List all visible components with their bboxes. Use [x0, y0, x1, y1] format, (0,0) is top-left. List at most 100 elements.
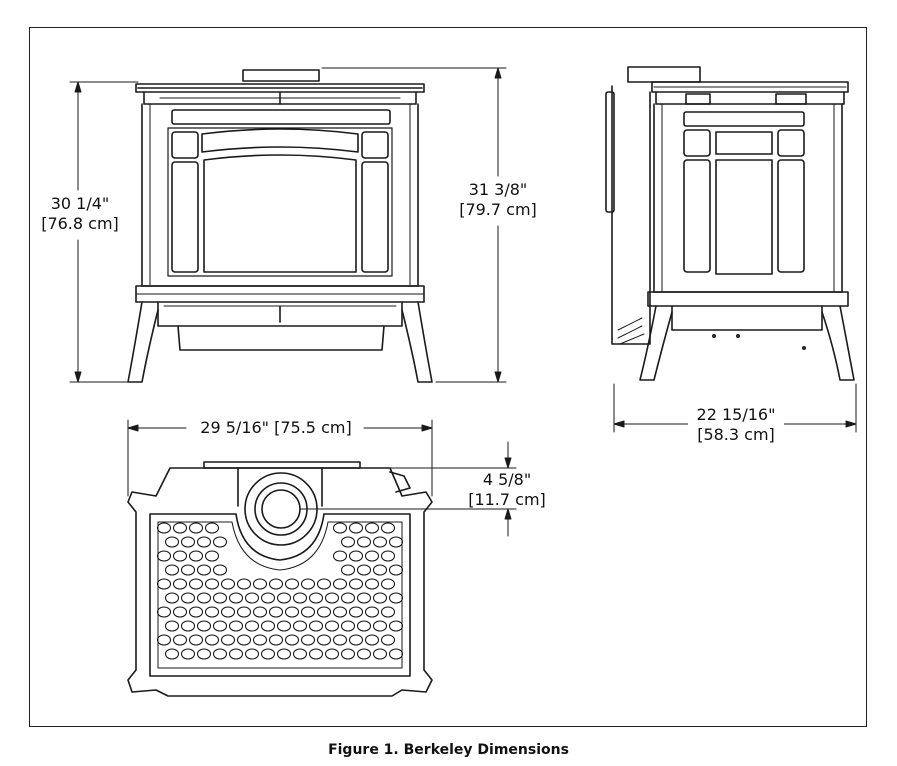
grate-cell	[340, 536, 356, 548]
grate-cell	[172, 578, 188, 590]
grate-cell	[356, 648, 372, 660]
grate-cell	[252, 634, 268, 646]
grate-cell	[204, 606, 220, 618]
grate-cell	[180, 536, 196, 548]
grate-cell	[276, 648, 292, 660]
grate-cell	[220, 578, 236, 590]
grate-cell	[260, 620, 276, 632]
grate-cell	[356, 564, 372, 576]
figure-caption: Figure 1. Berkeley Dimensions	[328, 742, 569, 758]
grate-cell	[348, 550, 364, 562]
dimension-lines	[69, 67, 857, 537]
grate-cell	[228, 592, 244, 604]
grate-cell	[196, 564, 212, 576]
grate-cell	[164, 592, 180, 604]
grate-cell	[332, 522, 348, 534]
grate-cell	[332, 606, 348, 618]
grate-cell	[180, 564, 196, 576]
grate-cell	[204, 550, 220, 562]
figure-frame	[29, 27, 867, 727]
grate-cell	[252, 606, 268, 618]
grate-cell	[284, 634, 300, 646]
grate-cell	[380, 522, 396, 534]
grate-cell	[204, 522, 220, 534]
grate-cell	[196, 536, 212, 548]
front-view	[127, 69, 433, 383]
grate-cell	[364, 606, 380, 618]
grate-cell	[356, 536, 372, 548]
grate-cell	[180, 620, 196, 632]
grate-cell	[212, 592, 228, 604]
grate-cell	[372, 620, 388, 632]
grate-cell	[212, 536, 228, 548]
grate-cell	[164, 648, 180, 660]
grate-cell	[340, 564, 356, 576]
grate-cell	[276, 592, 292, 604]
grate-cell	[252, 578, 268, 590]
grate-cell	[268, 634, 284, 646]
grate-cell	[180, 592, 196, 604]
grate-cell	[172, 550, 188, 562]
grate-cell	[292, 620, 308, 632]
grate-cell	[188, 634, 204, 646]
grate-cell	[196, 620, 212, 632]
grate-cell	[172, 606, 188, 618]
grate-cell	[364, 578, 380, 590]
grate-cell	[316, 606, 332, 618]
grate-cell	[340, 592, 356, 604]
grate-cell	[316, 578, 332, 590]
grate-cell	[188, 606, 204, 618]
grate-cell	[236, 634, 252, 646]
side-view	[605, 66, 855, 381]
grate-cell	[188, 522, 204, 534]
grate-cell	[364, 634, 380, 646]
grate-cell	[388, 536, 404, 548]
grate-cell	[212, 564, 228, 576]
grate-cell	[316, 634, 332, 646]
grate-cell	[156, 578, 172, 590]
flue-offset-label: 4 5/8" [11.7 cm]	[468, 470, 546, 509]
grate-cell	[204, 578, 220, 590]
grate-cell	[204, 634, 220, 646]
grate-cell	[220, 606, 236, 618]
grate-cell	[348, 634, 364, 646]
grate-cell	[260, 592, 276, 604]
top-grate-weave	[156, 522, 404, 660]
grate-cell	[156, 606, 172, 618]
grate-cell	[300, 578, 316, 590]
grate-cell	[228, 620, 244, 632]
grate-cell	[164, 564, 180, 576]
grate-cell	[300, 606, 316, 618]
grate-cell	[348, 522, 364, 534]
grate-cell	[180, 648, 196, 660]
grate-cell	[212, 620, 228, 632]
grate-cell	[268, 606, 284, 618]
grate-cell	[292, 648, 308, 660]
grate-cell	[156, 634, 172, 646]
grate-cell	[244, 592, 260, 604]
grate-cell	[356, 592, 372, 604]
grate-cell	[284, 578, 300, 590]
grate-cell	[156, 550, 172, 562]
grate-cell	[220, 634, 236, 646]
side-height-label: 31 3/8" [79.7 cm]	[452, 180, 544, 220]
grate-cell	[236, 578, 252, 590]
grate-cell	[236, 606, 252, 618]
grate-cell	[196, 592, 212, 604]
grate-cell	[380, 634, 396, 646]
grate-cell	[324, 592, 340, 604]
grate-cell	[188, 550, 204, 562]
grate-cell	[300, 634, 316, 646]
front-height-label: 30 1/4" [76.8 cm]	[34, 194, 126, 234]
grate-cell	[356, 620, 372, 632]
grate-cell	[388, 620, 404, 632]
grate-cell	[372, 536, 388, 548]
grate-cell	[340, 648, 356, 660]
grate-cell	[388, 564, 404, 576]
grate-cell	[348, 606, 364, 618]
grate-cell	[156, 522, 172, 534]
grate-cell	[332, 634, 348, 646]
side-depth-label: 22 15/16" [58.3 cm]	[688, 405, 784, 445]
grate-cell	[308, 592, 324, 604]
